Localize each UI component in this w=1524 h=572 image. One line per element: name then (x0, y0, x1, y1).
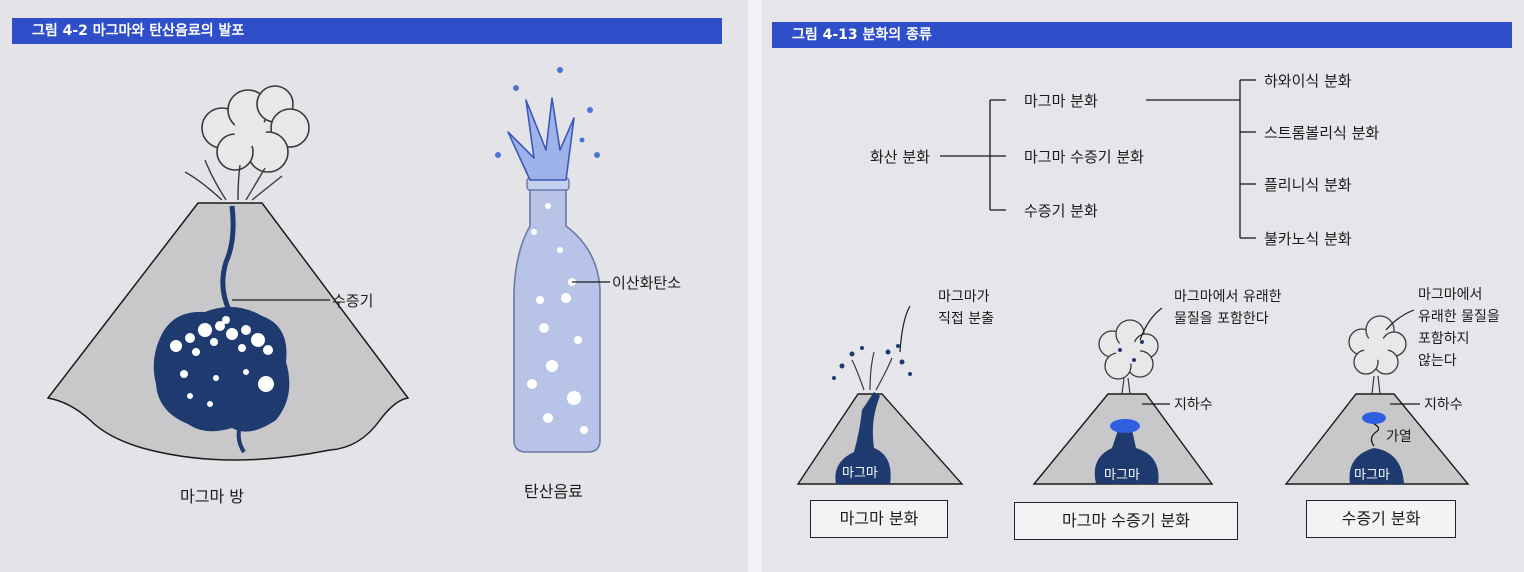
callout-phreatic-line1: 마그마에서 (1418, 287, 1483, 303)
callout-phreatomagmatic-line2: 물질을 포함한다 (1174, 311, 1269, 327)
tree-type-hawaiian: 하와이식 분화 (1264, 72, 1352, 90)
callout-magmatic-line2: 직접 분출 (938, 311, 994, 327)
right-page: 그림 4-13 분화의 종류 (762, 0, 1524, 572)
steam-cloud (201, 85, 310, 173)
magma-label-3: 마그마 (1354, 468, 1390, 483)
tree-root-volcanic-eruption: 화산 분화 (870, 148, 930, 166)
label-steam: 수증기 (332, 292, 374, 310)
tree-type-strombolian: 스트롬볼리식 분화 (1264, 124, 1380, 142)
page-gutter (748, 0, 762, 572)
tree-branch-phreatic: 수증기 분화 (1024, 202, 1098, 220)
label-co2: 이산화탄소 (612, 274, 682, 292)
tree-type-vulcanian: 불카노식 분화 (1264, 230, 1352, 248)
tree-branch-phreatomagmatic: 마그마 수증기 분화 (1024, 148, 1144, 166)
soda-fizz (507, 97, 575, 181)
callout-phreatic-line4: 않는다 (1418, 353, 1457, 369)
tree-branch-magmatic: 마그마 분화 (1024, 92, 1098, 110)
panel-magmatic-volcano (796, 305, 964, 485)
label-magma-chamber: 마그마 방 (180, 487, 244, 506)
soda-bottle (513, 185, 601, 453)
callout-phreatomagmatic-line1: 마그마에서 유래한 (1174, 289, 1282, 305)
panel-phreatomagmatic-volcano (1032, 307, 1214, 485)
steam-wisps (184, 159, 283, 201)
label-groundwater-3: 지하수 (1424, 397, 1463, 413)
left-page: 그림 4-2 마그마와 탄산음료의 발포 (0, 0, 748, 572)
label-groundwater-2: 지하수 (1174, 397, 1213, 413)
callout-phreatic-line2: 유래한 물질을 (1418, 309, 1500, 325)
magma-label-1: 마그마 (842, 466, 878, 481)
figure-title-right: 그림 4-13 분화의 종류 (772, 22, 1512, 48)
label-heating: 가열 (1386, 429, 1412, 445)
panel-label-phreatomagmatic: 마그마 수증기 분화 (1014, 502, 1238, 540)
magma-bottle-illustration (46, 67, 610, 461)
panel-label-phreatic: 수증기 분화 (1306, 500, 1456, 538)
panel-label-magmatic: 마그마 분화 (810, 500, 948, 538)
co2-bubbles (527, 203, 588, 434)
figure-title-left: 그림 4-2 마그마와 탄산음료의 발포 (12, 18, 722, 44)
fizz-drops (495, 67, 600, 158)
magma-label-2: 마그마 (1104, 468, 1140, 483)
panel-phreatic-volcano (1284, 309, 1470, 485)
magma-conduit (220, 205, 236, 314)
eruption-types-illustration (796, 79, 1470, 485)
callout-magmatic-line1: 마그마가 (938, 289, 990, 305)
label-soda: 탄산음료 (524, 482, 583, 501)
gas-bubbles (170, 316, 274, 407)
callout-phreatic-line3: 포함하지 (1418, 331, 1470, 347)
classification-tree-lines (940, 79, 1256, 239)
tree-type-plinian: 플리니식 분화 (1264, 176, 1352, 194)
